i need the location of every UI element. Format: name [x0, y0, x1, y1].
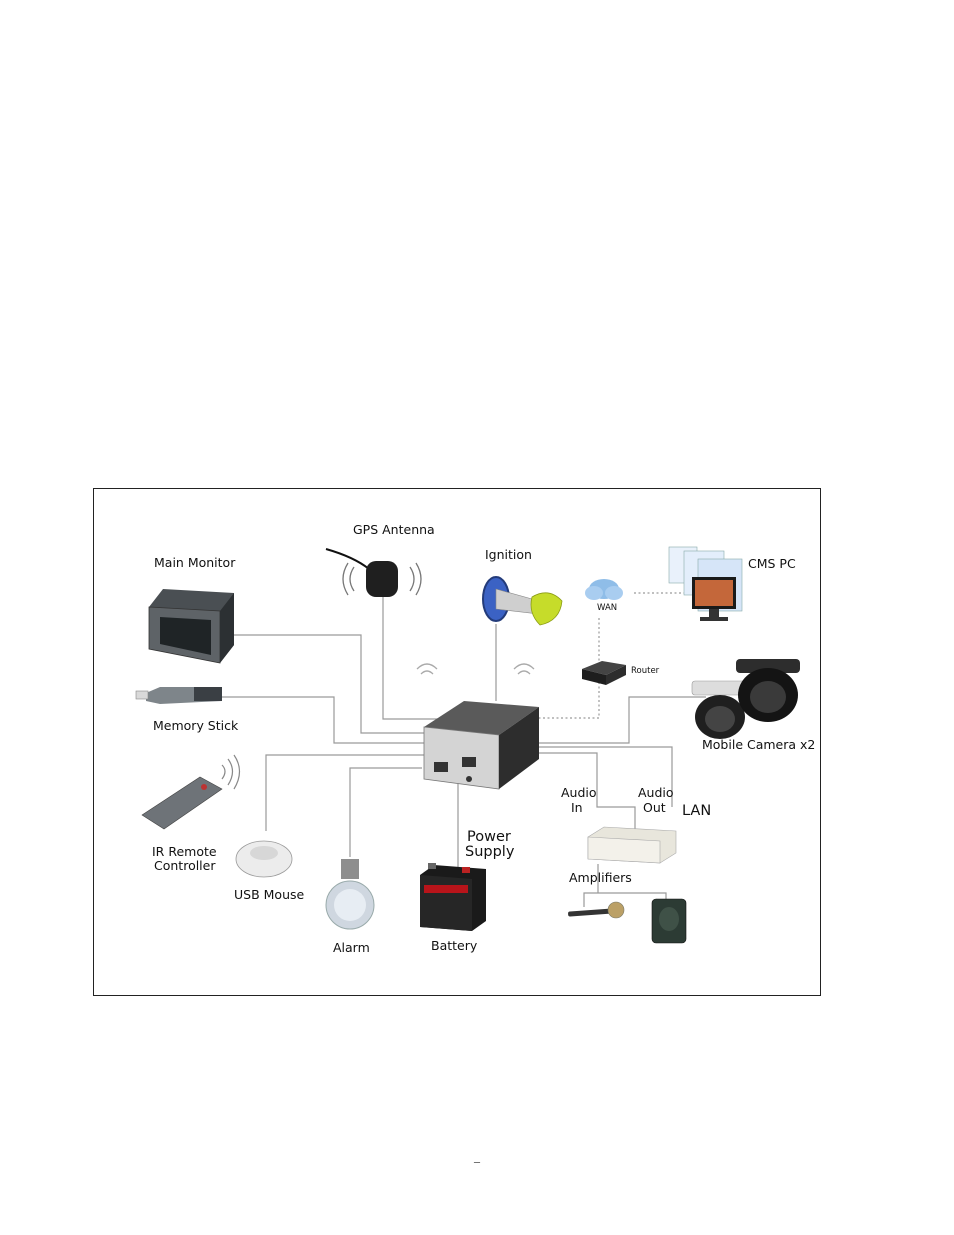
- router-icon: [582, 661, 626, 685]
- system-diagram-frame: GPS Antenna Ignition CMS PC Main Monitor…: [93, 488, 821, 996]
- page-number: _: [0, 1150, 954, 1165]
- wire-alarm: [350, 768, 422, 857]
- wire-gps-antenna: [383, 595, 439, 719]
- wan-cloud-icon: [585, 579, 623, 600]
- mobile-dvr-device: [424, 701, 539, 789]
- label-power-supply-line1: Power: [467, 829, 511, 845]
- battery-icon: [420, 863, 486, 931]
- speaker-icon: [652, 899, 686, 943]
- label-audio-out-line1: Audio: [638, 785, 674, 800]
- label-amplifiers: Amplifiers: [569, 870, 632, 885]
- ir-remote-icon: [142, 755, 240, 829]
- label-lan: LAN: [682, 803, 711, 819]
- wire-memory-stick: [222, 697, 424, 743]
- mobile-camera-icon: [692, 659, 800, 739]
- microphone-icon: [568, 902, 624, 918]
- memory-stick-icon: [136, 687, 222, 704]
- main-monitor-icon: [149, 589, 234, 663]
- label-mobile-camera: Mobile Camera x2: [702, 737, 815, 752]
- label-main-monitor: Main Monitor: [154, 555, 236, 570]
- label-router: Router: [631, 666, 660, 676]
- label-usb-mouse: USB Mouse: [234, 887, 305, 902]
- wire-usb-mouse: [266, 755, 424, 831]
- ignition-key-icon: [483, 577, 562, 625]
- label-audio-in-line2: In: [571, 800, 583, 815]
- label-ir-remote-line2: Controller: [154, 858, 216, 873]
- label-wan: WAN: [597, 603, 617, 613]
- system-diagram: GPS Antenna Ignition CMS PC Main Monitor…: [94, 489, 822, 997]
- label-memory-stick: Memory Stick: [153, 718, 239, 733]
- wire-router-device: [534, 683, 599, 718]
- wire-amp-top: [597, 799, 635, 829]
- label-audio-out-line2: Out: [643, 800, 666, 815]
- label-gps-antenna: GPS Antenna: [353, 522, 435, 537]
- label-audio-in-line1: Audio: [561, 785, 597, 800]
- label-ignition: Ignition: [485, 547, 532, 562]
- label-cms-pc: CMS PC: [748, 556, 796, 571]
- usb-mouse-icon: [236, 841, 292, 877]
- amplifier-icon: [588, 827, 676, 863]
- label-ir-remote-line1: IR Remote: [152, 844, 217, 859]
- wire-mobile-camera: [534, 697, 706, 743]
- gps-antenna-icon: [326, 549, 421, 597]
- alarm-icon: [326, 859, 374, 929]
- label-alarm: Alarm: [333, 940, 370, 955]
- label-battery: Battery: [431, 938, 478, 953]
- label-power-supply-line2: Supply: [465, 844, 515, 860]
- wireless-signal-icon: [417, 664, 534, 674]
- cms-pc-icon: [669, 547, 742, 621]
